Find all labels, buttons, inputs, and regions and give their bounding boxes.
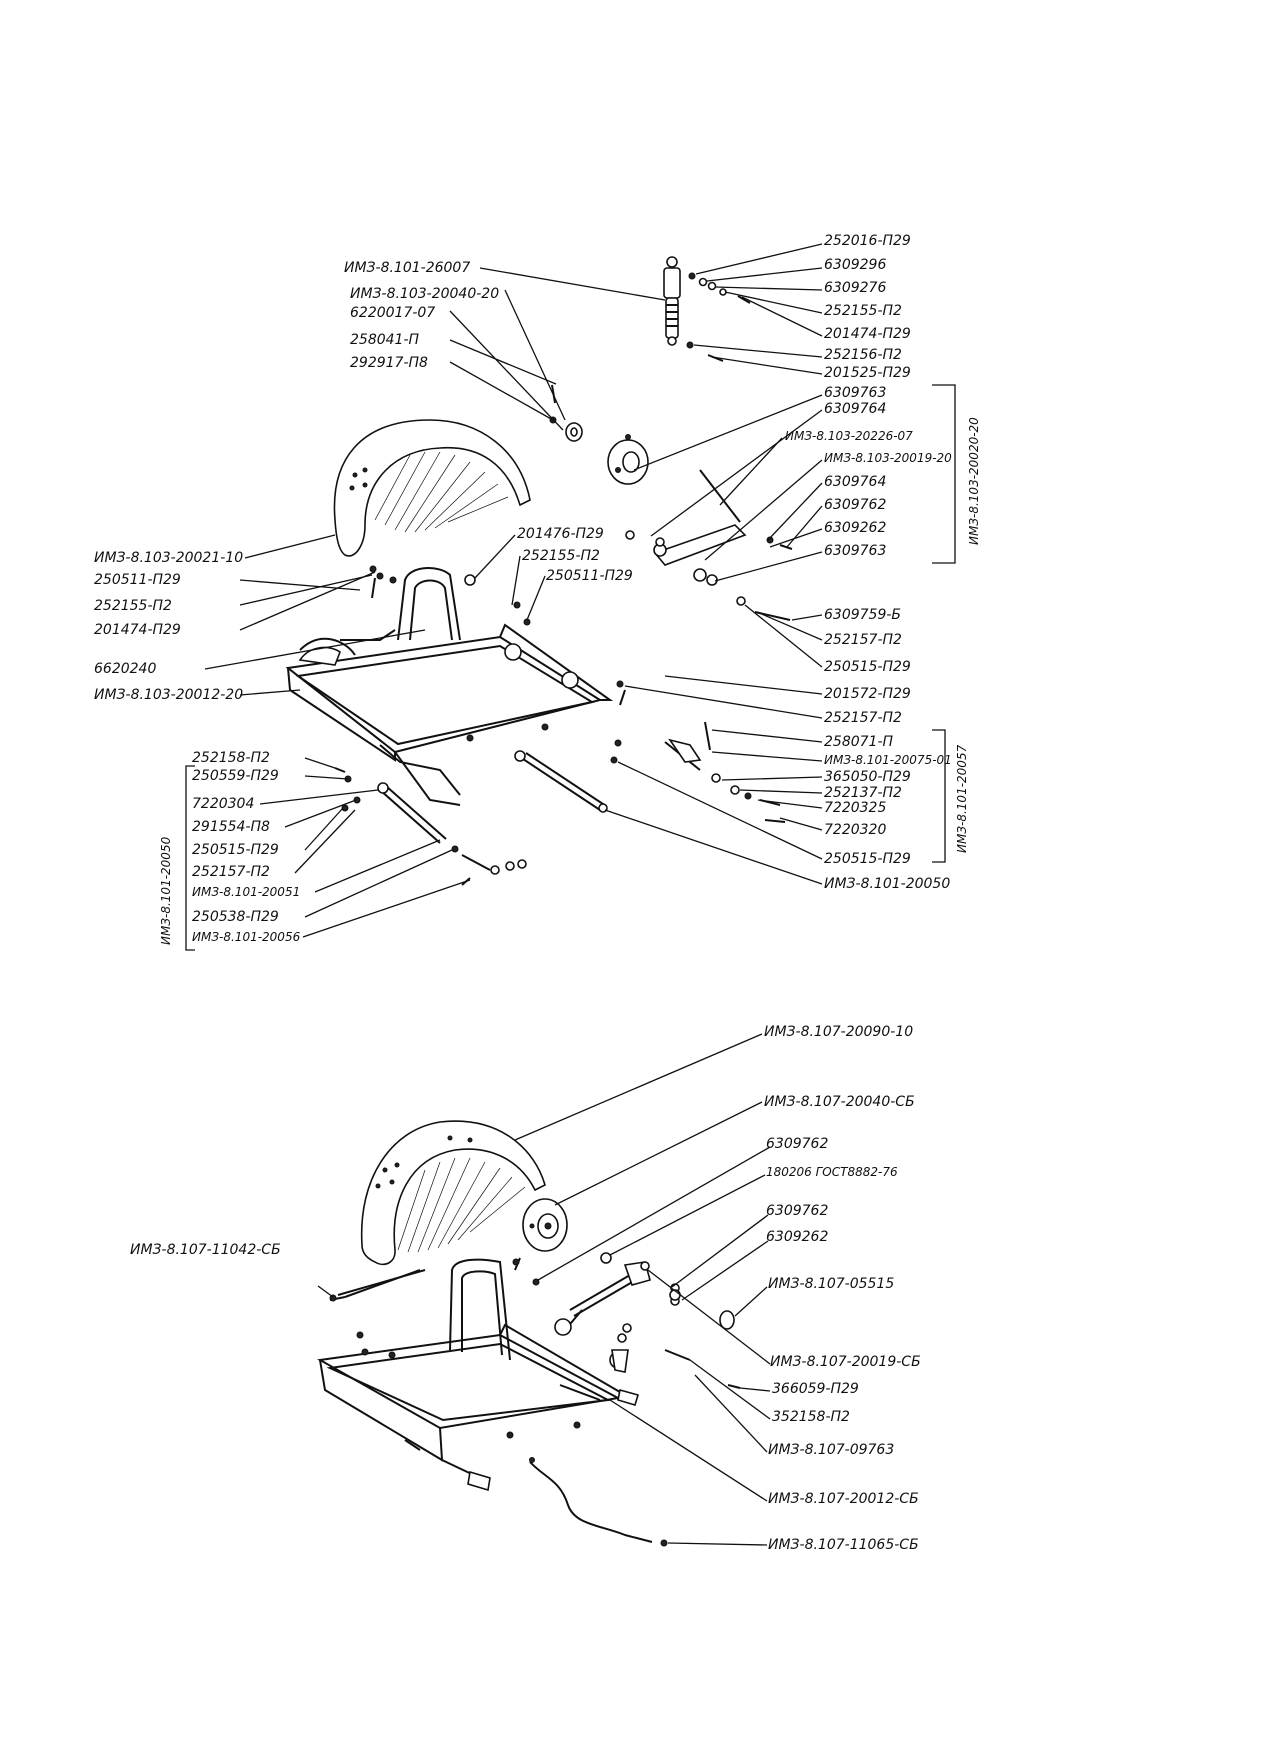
label-bot-r-9: 352158-П2 (772, 1409, 850, 1425)
label-top-ll-0: 252158-П2 (192, 750, 270, 766)
bottom-cable (529, 1457, 668, 1547)
label-bot-left: ИМЗ-8.107-11042-СБ (130, 1242, 281, 1258)
label-top-l-0: ИМЗ-8.103-20021-10 (94, 550, 243, 566)
label-top-c-2: 250511-П29 (546, 568, 633, 584)
top-main-frame (285, 623, 626, 806)
shock-hardware (686, 272, 751, 362)
label-top-r-19: 252157-П2 (824, 710, 902, 726)
bracket-label-right-lower: ИМЗ-8.101-20057 (955, 744, 969, 853)
label-bot-r-11: ИМЗ-8.107-20012-СБ (768, 1491, 919, 1507)
bottom-assembly-drawing (316, 1120, 741, 1547)
label-top-r-1: 6309296 (824, 257, 886, 273)
top-subframe (369, 565, 531, 641)
bracket-label-right-upper: ИМЗ-8.103-20020-20 (967, 417, 981, 545)
label-top-r-7: 6309763 (824, 385, 886, 401)
bottom-fender (360, 1120, 546, 1266)
top-axle-rod (334, 767, 527, 886)
label-top-r-17: 250515-П29 (824, 659, 911, 675)
label-top-l-2: 252155-П2 (94, 598, 172, 614)
label-top-ll-5: 252157-П2 (192, 864, 270, 880)
label-top-ll-7: 250538-П29 (192, 909, 279, 925)
top-fender (333, 419, 531, 557)
label-top-r-24: 7220325 (824, 800, 886, 816)
top-tie-rod (514, 750, 608, 813)
label-top-ll-4: 250515-П29 (192, 842, 279, 858)
label-top-r-27: ИМЗ-8.101-20050 (824, 876, 950, 892)
top-bearings (549, 384, 583, 442)
label-top-lu-3: 258041-П (350, 332, 419, 348)
top-bracket-labels: ИМЗ-8.103-20020-20 ИМЗ-8.101-20057 ИМЗ-8… (159, 417, 981, 945)
label-top-ll-1: 250559-П29 (192, 768, 279, 784)
bottom-hub (522, 1198, 568, 1252)
label-top-r-8: 6309764 (824, 401, 886, 417)
label-top-l-5: ИМЗ-8.103-20012-20 (94, 687, 243, 703)
label-bot-r-0: ИМЗ-8.107-20090-10 (764, 1024, 913, 1040)
top-labels-left-lower: 252158-П2 250559-П29 7220304 291554-П8 2… (192, 750, 301, 944)
label-top-lu-4: 292917-П8 (350, 355, 428, 371)
label-top-r-25: 7220320 (824, 822, 886, 838)
label-bot-r-12: ИМЗ-8.107-11065-СБ (768, 1537, 919, 1553)
top-labels-center: 201476-П29 252155-П2 250511-П29 (517, 526, 633, 584)
label-top-c-1: 252155-П2 (522, 548, 600, 564)
bottom-labels: ИМЗ-8.107-20090-10 ИМЗ-8.107-20040-СБ 63… (130, 1024, 921, 1553)
top-labels-right: 252016-П29 6309296 6309276 252155-П2 201… (785, 233, 952, 892)
top-swing-arm (625, 469, 793, 621)
label-top-r-16: 252157-П2 (824, 632, 902, 648)
label-top-r-22: 365050-П29 (824, 769, 911, 785)
label-top-r-15: 6309759-Б (824, 607, 901, 623)
label-bot-r-2: 6309762 (766, 1136, 828, 1152)
label-top-r-12: 6309762 (824, 497, 886, 513)
bottom-swing-arm (564, 1261, 651, 1331)
top-assembly-drawing (285, 256, 793, 886)
shock-absorber (663, 256, 681, 346)
top-brackets (185, 384, 956, 951)
label-top-r-13: 6309262 (824, 520, 886, 536)
label-top-r-0: 252016-П29 (824, 233, 911, 249)
label-top-r-23: 252137-П2 (824, 785, 902, 801)
label-top-lu-2: 6220017-07 (350, 305, 435, 321)
label-bot-r-6: ИМЗ-8.107-05515 (768, 1276, 894, 1292)
label-top-c-0: 201476-П29 (517, 526, 604, 542)
bottom-main-frame (316, 1318, 640, 1492)
label-top-r-6: 201525-П29 (824, 365, 911, 381)
label-top-l-4: 6620240 (94, 661, 156, 677)
label-top-r-14: 6309763 (824, 543, 886, 559)
label-top-ll-3: 291554-П8 (192, 819, 270, 835)
label-top-r-4: 201474-П29 (824, 326, 911, 342)
label-top-l-3: 201474-П29 (94, 622, 181, 638)
label-top-lu-1: ИМЗ-8.103-20040-20 (350, 286, 499, 302)
top-lever-assembly (610, 680, 786, 823)
label-top-r-26: 250515-П29 (824, 851, 911, 867)
label-bot-r-4: 6309762 (766, 1203, 828, 1219)
label-top-r-10: ИМЗ-8.103-20019-20 (824, 451, 952, 465)
bracket-label-left: ИМЗ-8.101-20050 (159, 836, 173, 945)
label-top-ll-2: 7220304 (192, 796, 254, 812)
top-leader-lines (204, 243, 823, 938)
label-top-r-11: 6309764 (824, 474, 886, 490)
label-top-r-21: ИМЗ-8.101-20075-01 (824, 753, 952, 767)
label-top-lu-0: ИМЗ-8.101-26007 (344, 260, 470, 276)
label-bot-r-8: 366059-П29 (772, 1381, 859, 1397)
label-bot-r-10: ИМЗ-8.107-09763 (768, 1442, 894, 1458)
bottom-small-parts (532, 1252, 741, 1389)
label-top-r-18: 201572-П29 (824, 686, 911, 702)
label-top-r-2: 6309276 (824, 280, 886, 296)
label-bot-r-5: 6309262 (766, 1229, 828, 1245)
label-top-r-9: ИМЗ-8.103-20226-07 (785, 429, 913, 443)
label-top-r-5: 252156-П2 (824, 347, 902, 363)
label-bot-r-3: 180206 ГОСТ8882-76 (766, 1165, 898, 1179)
label-bot-r-7: ИМЗ-8.107-20019-СБ (770, 1354, 921, 1370)
label-top-ll-8: ИМЗ-8.101-20056 (192, 930, 301, 944)
label-top-l-1: 250511-П29 (94, 572, 181, 588)
top-labels-left: ИМЗ-8.103-20021-10 250511-П29 252155-П2 … (94, 550, 243, 703)
label-top-r-3: 252155-П2 (824, 303, 902, 319)
bottom-leader-lines (317, 1033, 771, 1546)
label-bot-r-1: ИМЗ-8.107-20040-СБ (764, 1094, 915, 1110)
top-wheel-hub (607, 434, 649, 485)
top-labels-left-upper: ИМЗ-8.101-26007 ИМЗ-8.103-20040-20 62200… (344, 260, 499, 371)
label-top-r-20: 258071-П (824, 734, 893, 750)
label-top-ll-6: ИМЗ-8.101-20051 (192, 885, 300, 899)
